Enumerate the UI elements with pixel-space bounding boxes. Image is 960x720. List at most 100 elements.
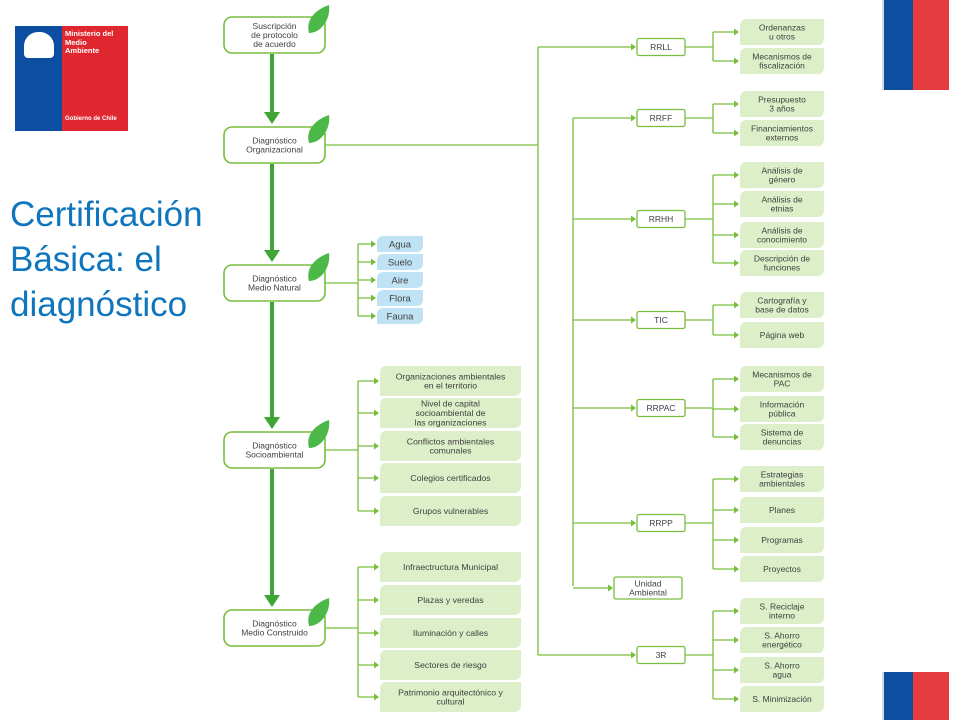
leaf-icon — [308, 598, 330, 626]
natural-item-1-label: Agua — [389, 239, 412, 250]
leaf-icon — [308, 253, 330, 281]
fan-arrow-tip — [371, 258, 376, 266]
slide-title-line-2: Básica: el — [10, 240, 162, 279]
fan-arrow-tip — [374, 507, 379, 515]
org-5-item-2 — [740, 396, 824, 422]
chile-flag-bottom — [882, 672, 949, 720]
construido-item-3-label: Iluminación y calles — [413, 628, 489, 638]
natural-item-2 — [377, 254, 423, 270]
coat-of-arms-icon — [24, 32, 54, 58]
org-1-item-1 — [740, 19, 824, 45]
socio-item-5 — [380, 496, 521, 526]
org-item-arrow-tip — [734, 536, 739, 544]
natural-item-4-label: Flora — [389, 293, 411, 304]
logo-red-field — [62, 26, 128, 131]
natural-item-3 — [377, 272, 423, 288]
org-node-3-label: RRHH — [649, 214, 674, 224]
construido-item-1 — [380, 552, 521, 582]
fan-arrow-tip — [374, 377, 379, 385]
fan-arrow-tip — [374, 563, 379, 571]
fan-arrow-tip — [371, 294, 376, 302]
org-item-arrow-tip — [734, 57, 739, 65]
org-3-item-4 — [740, 250, 824, 276]
org-6-item-4-label: Proyectos — [763, 564, 801, 574]
org-node-arrow-tip — [631, 43, 636, 51]
construido-item-2 — [380, 585, 521, 615]
org-item-arrow-tip — [734, 375, 739, 383]
logo-government-label: Gobierno de Chile — [65, 116, 117, 122]
org-item-arrow-tip — [734, 695, 739, 703]
org-6-item-2-label: Planes — [769, 505, 795, 515]
construido-item-4 — [380, 650, 521, 680]
org-node-arrow-tip — [631, 215, 636, 223]
org-4-item-1 — [740, 292, 824, 318]
fan-arrow-tip — [374, 693, 379, 701]
org-item-arrow-tip — [734, 301, 739, 309]
org-node-1-label: RRLL — [650, 42, 672, 52]
fan-arrow-tip — [374, 596, 379, 604]
socio-item-4 — [380, 463, 521, 493]
org-6-item-4 — [740, 556, 824, 582]
org-node-8-label: 3R — [656, 650, 667, 660]
chile-flag-top — [882, 0, 949, 90]
org-item-arrow-tip — [734, 171, 739, 179]
org-8-item-1 — [740, 598, 824, 624]
org-8-item-2 — [740, 627, 824, 653]
leaf-icon — [308, 5, 330, 33]
org-item-arrow-tip — [734, 636, 739, 644]
construido-item-1-label: Infraectructura Municipal — [403, 562, 498, 572]
socio-item-1 — [380, 366, 521, 396]
construido-item-2-label: Plazas y veredas — [417, 595, 484, 605]
socio-item-2 — [380, 398, 521, 428]
construido-item-5 — [380, 682, 521, 712]
stage-flow-arrow-head — [264, 112, 280, 124]
org-8-item-4 — [740, 686, 824, 712]
org-5-item-3 — [740, 424, 824, 450]
org-6-item-1 — [740, 466, 824, 492]
org-item-arrow-tip — [734, 200, 739, 208]
org-8-item-3 — [740, 657, 824, 683]
org-item-arrow-tip — [734, 475, 739, 483]
slide-title-line-1: Certificación — [10, 195, 203, 234]
fan-arrow-tip — [374, 474, 379, 482]
org-node-4-label: TIC — [654, 315, 668, 325]
natural-item-1 — [377, 236, 423, 252]
slide-title-line-3: diagnóstico — [10, 285, 188, 324]
org-item-arrow-tip — [734, 231, 739, 239]
org-item-arrow-tip — [734, 433, 739, 441]
socio-item-3 — [380, 431, 521, 461]
org-3-item-2 — [740, 191, 824, 217]
org-4-item-2 — [740, 322, 824, 348]
org-node-7 — [613, 576, 683, 600]
org-5-item-1 — [740, 366, 824, 392]
org-node-arrow-tip — [631, 651, 636, 659]
org-3-item-1 — [740, 162, 824, 188]
org-item-arrow-tip — [734, 607, 739, 615]
slide-title: Certificación Básica: el diagnóstico — [10, 192, 230, 327]
org-item-arrow-tip — [734, 405, 739, 413]
socio-item-5-label: Grupos vulnerables — [413, 506, 489, 516]
stage-flow-arrow-head — [264, 595, 280, 607]
stage-box-1 — [223, 16, 326, 54]
fan-arrow-tip — [371, 240, 376, 248]
org-2-item-2 — [740, 120, 824, 146]
